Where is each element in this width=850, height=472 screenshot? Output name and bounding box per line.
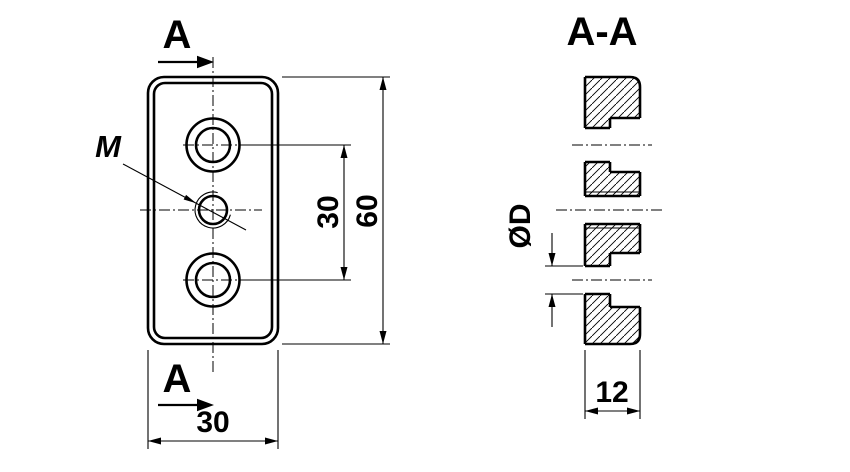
thread-arc [194,191,231,229]
thread-core-circle [197,194,229,226]
section-hatching [585,77,640,344]
plate-outline-inner [152,81,274,340]
centerlines [140,57,262,372]
thread-callout: M [95,129,247,231]
section-arrow-head [197,55,214,69]
top-edge [585,75,642,88]
dim-thickness-text: 12 [595,376,628,409]
section-outline [583,75,642,346]
thread-size-label: M [95,129,122,164]
thread-bore-lines [585,194,640,226]
dim-hole-spacing: 30 [245,144,351,281]
bottom-edge [585,333,642,346]
section-letter-bottom-label: A [163,357,192,401]
front-view: A A M 30 60 [95,13,390,449]
counterbore-circle [185,117,241,173]
section-view: A-A [504,10,662,419]
plate-outline-outer [146,75,280,346]
counterbore-circle [185,252,241,308]
leader-line [122,163,247,231]
section-mark-top: A [158,13,214,69]
dim-hole-diameter: ØD [504,204,583,327]
section-mark-bottom: A [158,357,214,412]
dim-plate-width: 30 [147,350,279,449]
section-centerlines [556,144,662,281]
bore-circle [194,261,232,299]
section-title: A-A [566,10,637,54]
counterbored-hole-bottom [185,252,241,308]
counterbore-bottom-section [585,251,640,309]
thread-hole-section [585,191,640,229]
counterbore-top-section [585,116,640,174]
dim-plate-height: 60 [282,76,390,345]
threaded-hole-center [194,191,231,229]
leader-arrow-head [183,194,197,204]
dim-hole-diameter-text: ØD [504,204,537,249]
dim-hole-spacing-text: 30 [312,195,345,228]
dim-thickness: 12 [584,350,641,419]
dim-plate-width-text: 30 [196,406,229,439]
section-arrow-head [197,398,214,412]
bore-circle [194,126,232,164]
dim-plate-height-text: 60 [351,194,384,227]
counterbored-hole-top [185,117,241,173]
section-letter-top-label: A [163,13,192,57]
